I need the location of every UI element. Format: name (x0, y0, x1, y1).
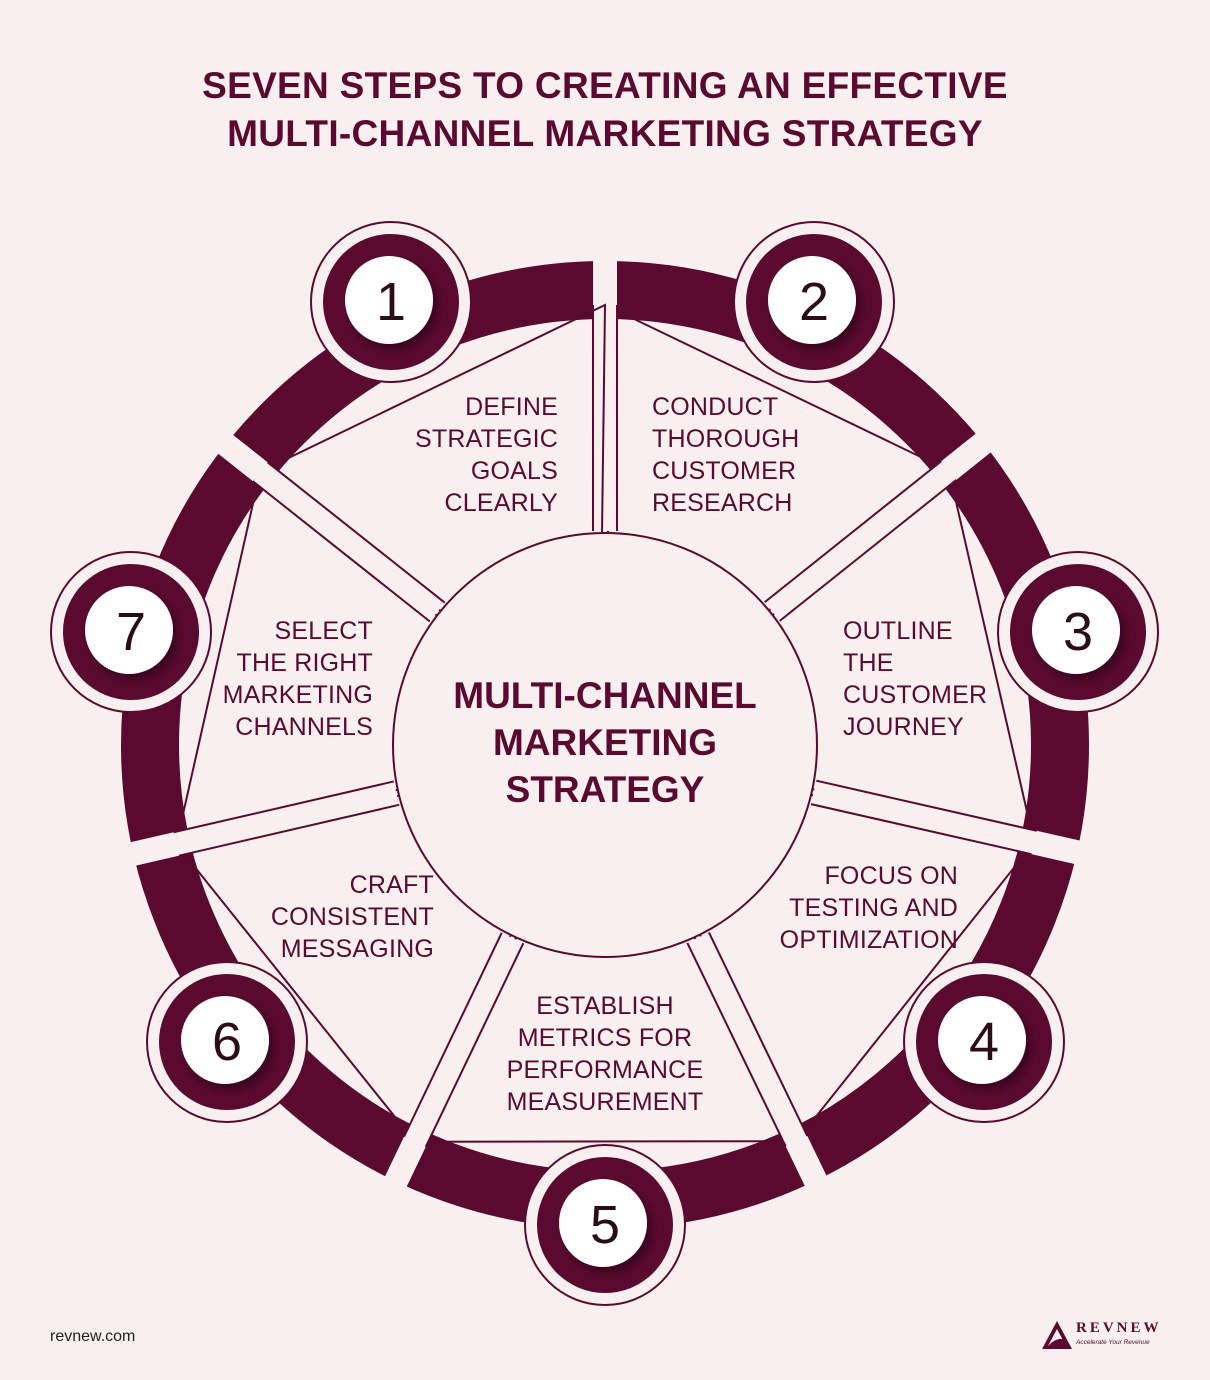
segment-edge-5-2 (403, 932, 503, 1138)
step-6-number: 6 (211, 1012, 243, 1072)
step-badge-face (768, 256, 856, 344)
step-5-number: 5 (589, 1195, 621, 1255)
step-badge-4 (903, 961, 1065, 1123)
segment-edge-2-2 (779, 479, 957, 622)
step-badge-1 (310, 221, 472, 383)
step-2-number: 2 (798, 272, 830, 332)
step-badge-5 (524, 1144, 686, 1306)
segment-gap-4 (687, 932, 829, 1190)
step-badge-face (938, 996, 1026, 1084)
page-title: SEVEN STEPS TO CREATING AN EFFECTIVE MUL… (0, 62, 1210, 158)
step-6-label: CRAFT CONSISTENT MESSAGING (270, 871, 434, 963)
center-circle (392, 532, 818, 958)
segment-gap-2 (764, 431, 994, 621)
step-3-label: OUTLINE THE CUSTOMER JOURNEY (843, 617, 988, 741)
step-4-label: FOCUS ON TESTING AND OPTIMIZATION (779, 862, 958, 954)
step-badge-face (559, 1179, 647, 1267)
page-title-line-2: MULTI-CHANNEL MARKETING STRATEGY (227, 113, 983, 154)
step-2-label: CONDUCT THOROUGH CUSTOMER RESEARCH (652, 393, 800, 517)
center-label: MULTI-CHANNEL MARKETING STRATEGY (395, 672, 815, 813)
step-badge-3 (997, 551, 1159, 713)
step-badge-face (181, 996, 269, 1084)
segment-edge-5-1 (424, 942, 525, 1148)
step-badge-face (85, 586, 173, 674)
step-4-number: 4 (968, 1012, 1000, 1072)
segment-edge-3-2 (810, 803, 1032, 856)
segment-gap-5 (383, 932, 524, 1191)
segment-edge-2-1 (764, 460, 943, 603)
segment-edge-6-1 (178, 803, 400, 857)
segment-edge-3-1 (816, 779, 1037, 832)
brand-tagline: Accelerate Your Revenue (1076, 1339, 1150, 1346)
center-label-line-3: STRATEGY (505, 769, 705, 810)
segment-edge-7-1 (252, 480, 431, 623)
step-badge-2 (733, 221, 895, 383)
segment-edge-7-2 (267, 461, 446, 604)
step-badges (50, 221, 1159, 1306)
step-7-label: SELECT THE RIGHT MARKETING CHANNELS (222, 617, 373, 741)
segment-panels (126, 257, 1084, 1191)
segment-gap-7 (215, 432, 445, 622)
segment-edge-6-2 (173, 780, 395, 834)
step-badge-7 (50, 551, 212, 713)
step-5-label: ESTABLISH METRICS FOR PERFORMANCE MEASUR… (506, 992, 704, 1116)
brand-logo: REVNEW Accelerate Your Revenue (1040, 1318, 1170, 1354)
segment-gap-6 (126, 781, 400, 867)
step-badge-6 (146, 961, 308, 1123)
segment-edge-4-1 (708, 932, 809, 1137)
brand-logo-icon (1042, 1321, 1072, 1349)
step-1-number: 1 (375, 272, 407, 332)
segment-gap-3 (811, 780, 1084, 865)
step-1-label: DEFINE STRATEGIC GOALS CLEARLY (414, 393, 558, 517)
step-badge-face (1032, 586, 1120, 674)
step-3-number: 3 (1062, 602, 1094, 662)
footer-url: revnew.com (50, 1328, 136, 1345)
step-7-number: 7 (115, 602, 147, 662)
brand-name: REVNEW (1076, 1320, 1162, 1336)
page-title-line-1: SEVEN STEPS TO CREATING AN EFFECTIVE (202, 65, 1008, 106)
center-label-line-1: MULTI-CHANNEL (453, 675, 757, 716)
segment-edge-4-2 (686, 942, 787, 1147)
center-label-line-2: MARKETING (492, 722, 718, 763)
step-badge-face (345, 256, 433, 344)
